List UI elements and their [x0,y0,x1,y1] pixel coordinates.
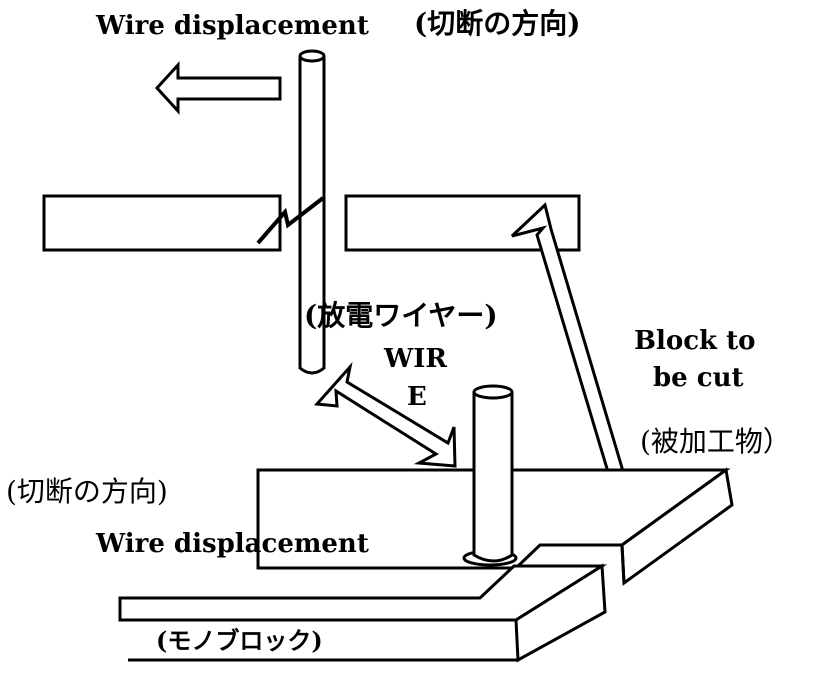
block-label-line2: be cut [653,363,744,393]
cut-zigzag [256,196,325,245]
bottom-wire-end [472,384,514,400]
wire-jp-label: (放電ワイヤー) [304,299,498,332]
block-label-line1: Block to [634,326,756,356]
wire-en-label-line2: E [407,382,427,412]
workpiece-left-section [42,194,282,252]
bottom-wire-displacement-label: Wire displacement [96,529,369,559]
monoblock-label: (モノブロック) [156,626,323,655]
top-wire-end [298,49,326,63]
block-jp-label: (被加工物） [640,425,791,458]
bottom-wire [472,392,514,563]
wire-en-label-line1: WIR [384,344,447,374]
wire-relation-double-arrow [313,361,457,468]
top-wire [298,56,326,375]
block-step-edge [540,543,626,584]
top-displacement-arrow [154,61,282,115]
bottom-cut-direction-label: (切断の方向) [6,475,168,508]
top-cut-direction-label: (切断の方向) [414,7,581,40]
top-wire-displacement-label: Wire displacement [96,11,369,41]
